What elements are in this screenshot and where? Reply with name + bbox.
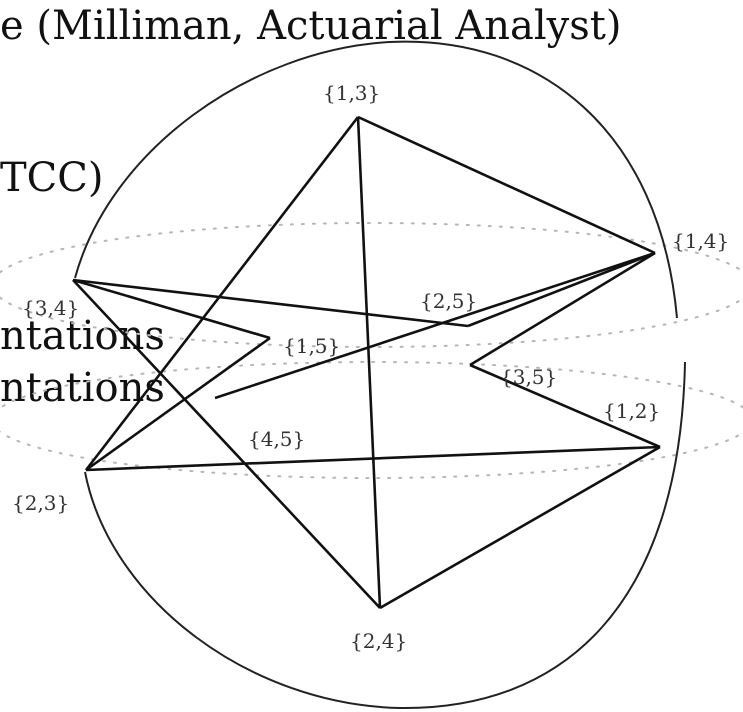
edge-v34-v15 <box>72 278 271 340</box>
vertex-label-v35: {3,5} <box>500 365 557 389</box>
edges-layer <box>72 115 661 610</box>
outer-arc-bottom <box>84 361 686 710</box>
edge-v13-v14 <box>357 115 656 255</box>
edge-v15-v23 <box>85 336 271 472</box>
background-text-line-2: TCC) <box>0 155 104 201</box>
outer-arc-top <box>74 40 678 319</box>
vertex-label-v14: {1,4} <box>672 229 729 253</box>
edge-v35-v12 <box>469 363 661 449</box>
vertex-label-v23: {2,3} <box>12 491 69 515</box>
edge-v34-v24 <box>72 279 381 609</box>
vertex-label-v45: {4,5} <box>248 427 305 451</box>
vertex-label-v24: {2,4} <box>350 629 407 653</box>
vertex-label-v12: {1,2} <box>603 399 660 423</box>
edge-v14-v45 <box>214 251 656 400</box>
edge-v25-v34 <box>72 278 469 328</box>
labels-layer: {1,3} {1,4} {3,4} {2,5} {1,5} {3,5} {1,2} {4,5}… <box>12 81 729 653</box>
edge-v23-v12 <box>85 445 661 472</box>
vertex-label-v34: {3,4} <box>22 296 79 320</box>
edge-v14-v25 <box>467 251 656 328</box>
vertex-label-v15: {1,5} <box>283 334 340 358</box>
torus-lower-outline <box>0 361 743 479</box>
edge-v12-v24 <box>379 445 661 610</box>
vertex-label-v13: {1,3} <box>323 81 380 105</box>
vertex-label-v25: {2,5} <box>420 289 477 313</box>
edge-v13-v23 <box>84 116 360 471</box>
edge-v14-v35 <box>469 251 656 367</box>
edge-v13-v24 <box>356 116 382 609</box>
background-text-line-1: e (Milliman, Actuarial Analyst) <box>0 3 622 49</box>
